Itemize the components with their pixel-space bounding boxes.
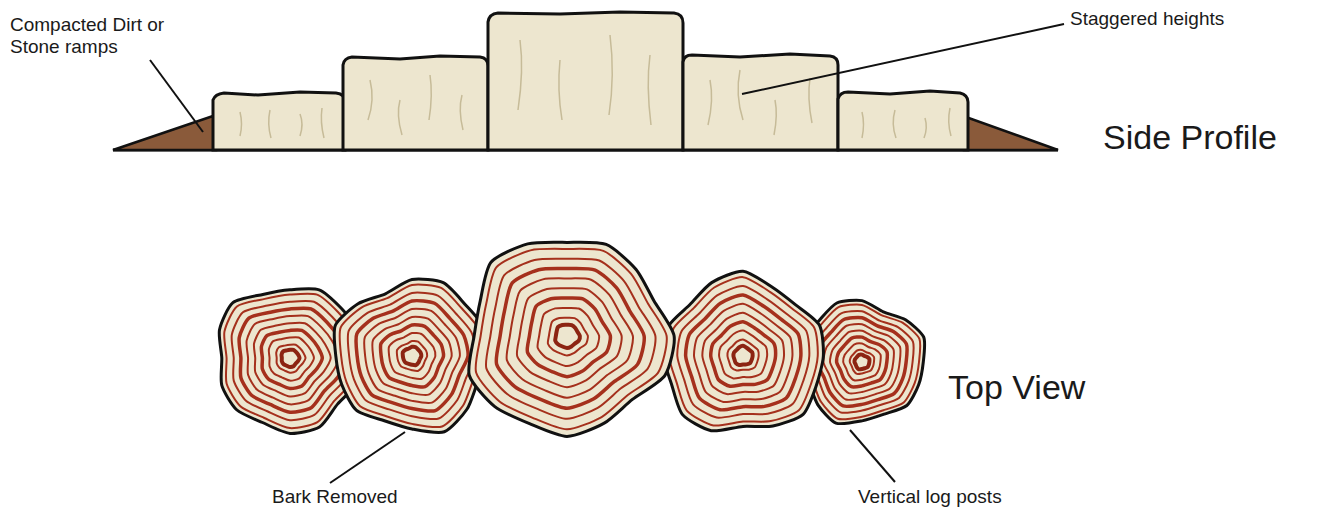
growth-ring [843,343,881,380]
growth-ring [397,341,427,371]
growth-ring [823,324,900,400]
log-pith [282,350,300,367]
growth-ring [830,330,894,393]
growth-ring [669,277,818,426]
growth-ring [694,304,792,402]
wood-texture [240,35,951,138]
growth-ring [340,285,485,428]
log-post [683,54,838,150]
growth-ring [527,298,610,377]
growth-ring [364,309,460,403]
growth-ring [507,278,633,397]
leader-line [330,432,405,483]
side-profile [113,12,1064,150]
growth-ring [486,259,656,419]
growth-ring [254,323,331,397]
top-view [219,242,924,436]
log-outline [663,271,823,431]
growth-ring [269,337,314,380]
log-pith [403,347,422,365]
ramp [113,116,216,150]
growth-ring [517,288,622,387]
log-outline [469,242,675,436]
growth-ring [239,308,347,412]
growth-ring [356,301,468,411]
growth-ring [548,318,588,356]
growth-ring [702,313,784,394]
log-cross-section [469,242,675,436]
log-pith [854,355,869,370]
growth-ring [276,345,305,373]
leader-line [850,430,895,482]
log-pith [555,325,580,348]
growth-ring [711,322,776,387]
growth-ring [727,339,758,370]
growth-ring [476,249,667,430]
growth-ring [389,333,436,379]
growth-ring [380,325,443,387]
growth-ring [372,317,451,395]
growth-ring [538,308,600,366]
view-title: Side Profile [1103,118,1318,157]
log-cross-section [334,279,490,432]
view-title: Top View [948,368,1148,407]
ramp [964,117,1058,150]
log-outline [334,279,490,432]
growth-ring [837,337,888,387]
growth-ring [810,311,913,413]
growth-ring [677,286,809,418]
growth-ring [246,315,339,404]
callout-label: Staggered heights [1070,8,1300,30]
leader-line [742,24,1064,94]
log-post [838,91,968,150]
log-post [213,92,345,150]
log-post [343,56,488,150]
growth-ring [719,331,767,379]
log-post [488,12,683,150]
log-pith [733,346,752,365]
growth-ring [496,268,644,408]
growth-ring [261,330,322,389]
growth-ring [348,293,476,420]
growth-ring [686,295,801,410]
growth-ring [817,318,907,407]
growth-ring [850,350,874,374]
callout-label: Bark Removed [272,486,472,508]
callout-label: Compacted Dirt or Stone ramps [10,14,188,58]
log-cross-section [663,271,823,431]
leader-line [150,60,203,132]
callout-label: Vertical log posts [858,486,1078,508]
